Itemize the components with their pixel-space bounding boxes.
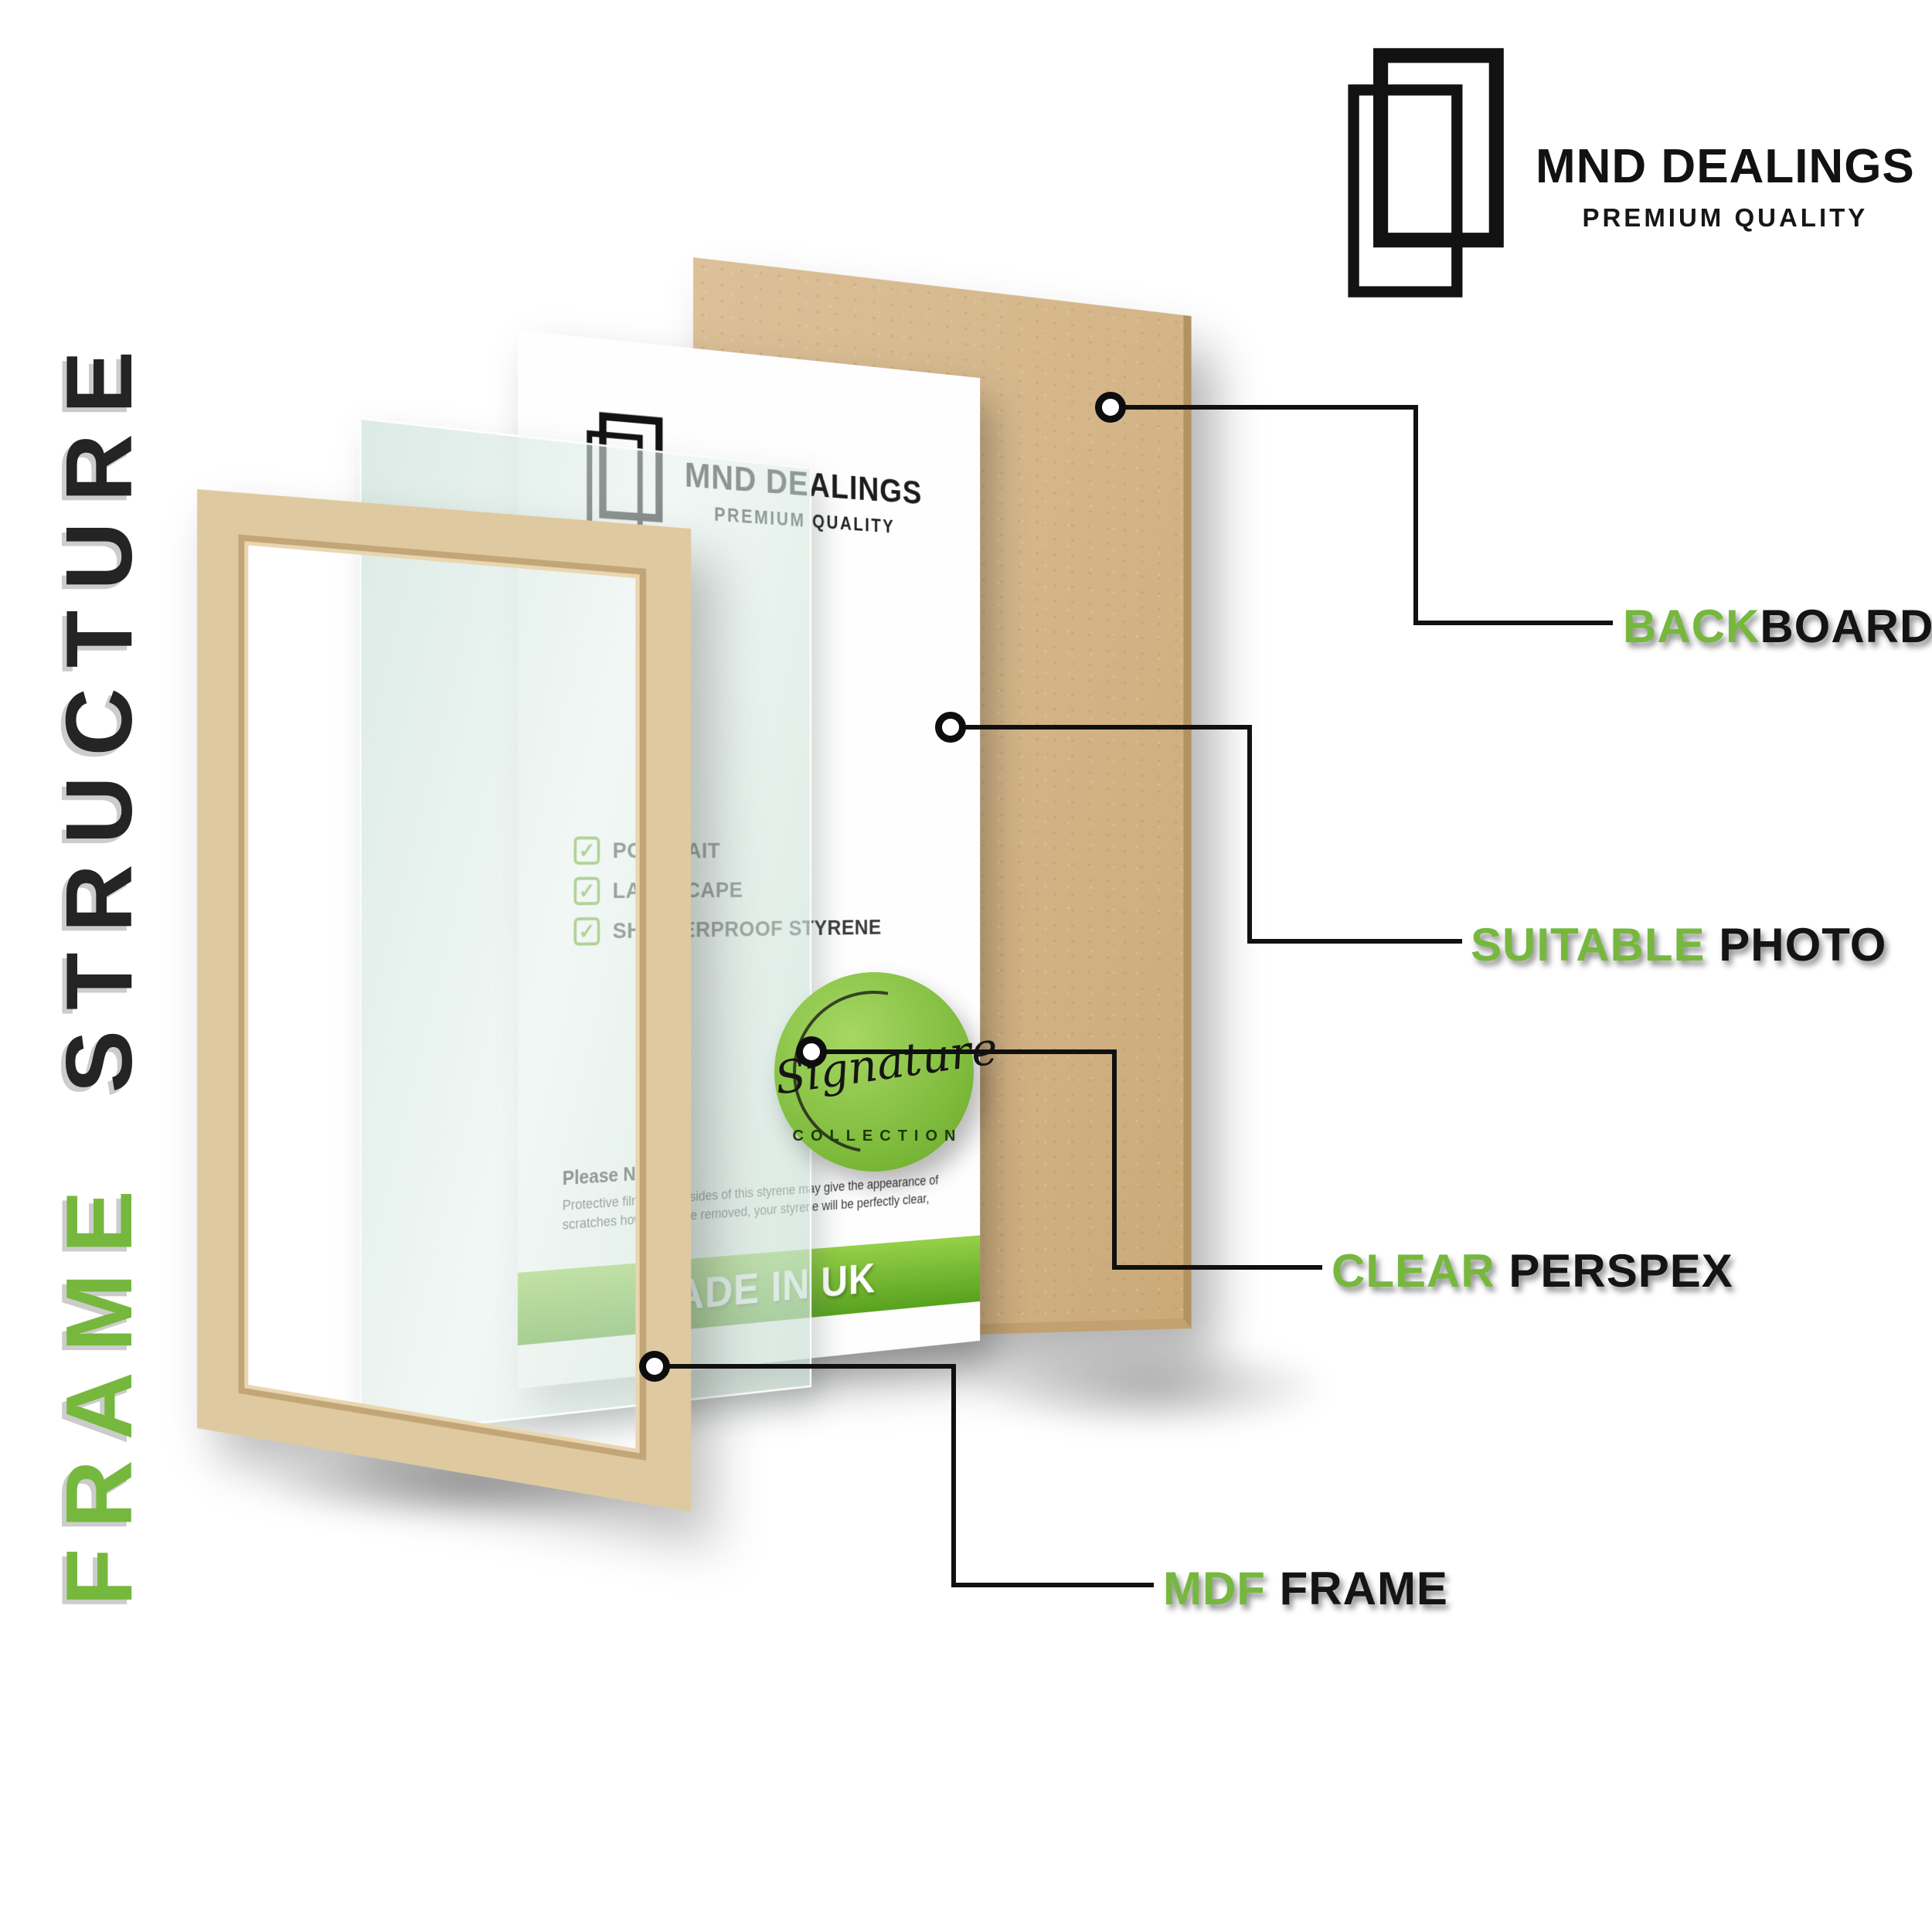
callout-label-rest: PERSPEX <box>1495 1245 1733 1297</box>
brand-logo-block: MND DEALINGS PREMIUM QUALITY <box>1346 48 1915 301</box>
callout-line <box>1247 725 1252 944</box>
callout-line <box>1111 405 1418 410</box>
signature-badge: Signature COLLECTION <box>760 958 1001 1185</box>
badge-collection-text: COLLECTION <box>792 1128 963 1145</box>
title-word-structure: STRUCTURE <box>46 331 151 1094</box>
callout-line <box>1247 939 1462 944</box>
backboard-floor-shadow <box>970 1341 1333 1434</box>
callout-marker <box>796 1036 827 1067</box>
callout-line <box>1112 1049 1117 1270</box>
wooden-frame-layer <box>197 489 692 1512</box>
callout-line <box>951 1583 1154 1587</box>
callout-line <box>655 1364 956 1369</box>
callout-marker <box>1095 392 1126 423</box>
callout-label-accent: CLEAR <box>1332 1245 1495 1297</box>
callout-marker <box>639 1351 670 1382</box>
callout-label-accent: MDF <box>1163 1563 1266 1614</box>
callout-label-backboard: BACKBOARD <box>1623 600 1932 653</box>
callout-label-mdf-frame: MDF FRAME <box>1163 1562 1448 1615</box>
callout-label-rest: PHOTO <box>1705 919 1887 971</box>
callout-line <box>1413 405 1418 625</box>
callout-line <box>1112 1265 1322 1270</box>
callout-line <box>811 1049 1117 1054</box>
callout-label-suitable-photo: SUITABLE PHOTO <box>1471 918 1886 971</box>
brand-tagline: PREMIUM QUALITY <box>1582 203 1869 232</box>
callout-marker <box>935 712 966 743</box>
callout-label-accent: BACK <box>1623 600 1760 652</box>
callout-line <box>951 1364 956 1587</box>
callout-line <box>1413 621 1613 625</box>
callout-label-accent: SUITABLE <box>1471 919 1706 971</box>
callout-label-rest: BOARD <box>1760 600 1932 652</box>
callout-label-rest: FRAME <box>1265 1563 1448 1614</box>
frame-floor-shadow <box>255 1447 672 1524</box>
callout-line <box>951 725 1252 730</box>
title-word-frame: FRAME <box>46 1170 151 1606</box>
brand-frame-icon <box>1348 48 1504 298</box>
vertical-page-title: FRAME STRUCTURE <box>45 308 153 1606</box>
brand-name: MND DEALINGS <box>1536 140 1915 193</box>
brand-text: MND DEALINGS PREMIUM QUALITY <box>1536 48 1915 301</box>
callout-label-clear-perspex: CLEAR PERSPEX <box>1332 1244 1733 1298</box>
